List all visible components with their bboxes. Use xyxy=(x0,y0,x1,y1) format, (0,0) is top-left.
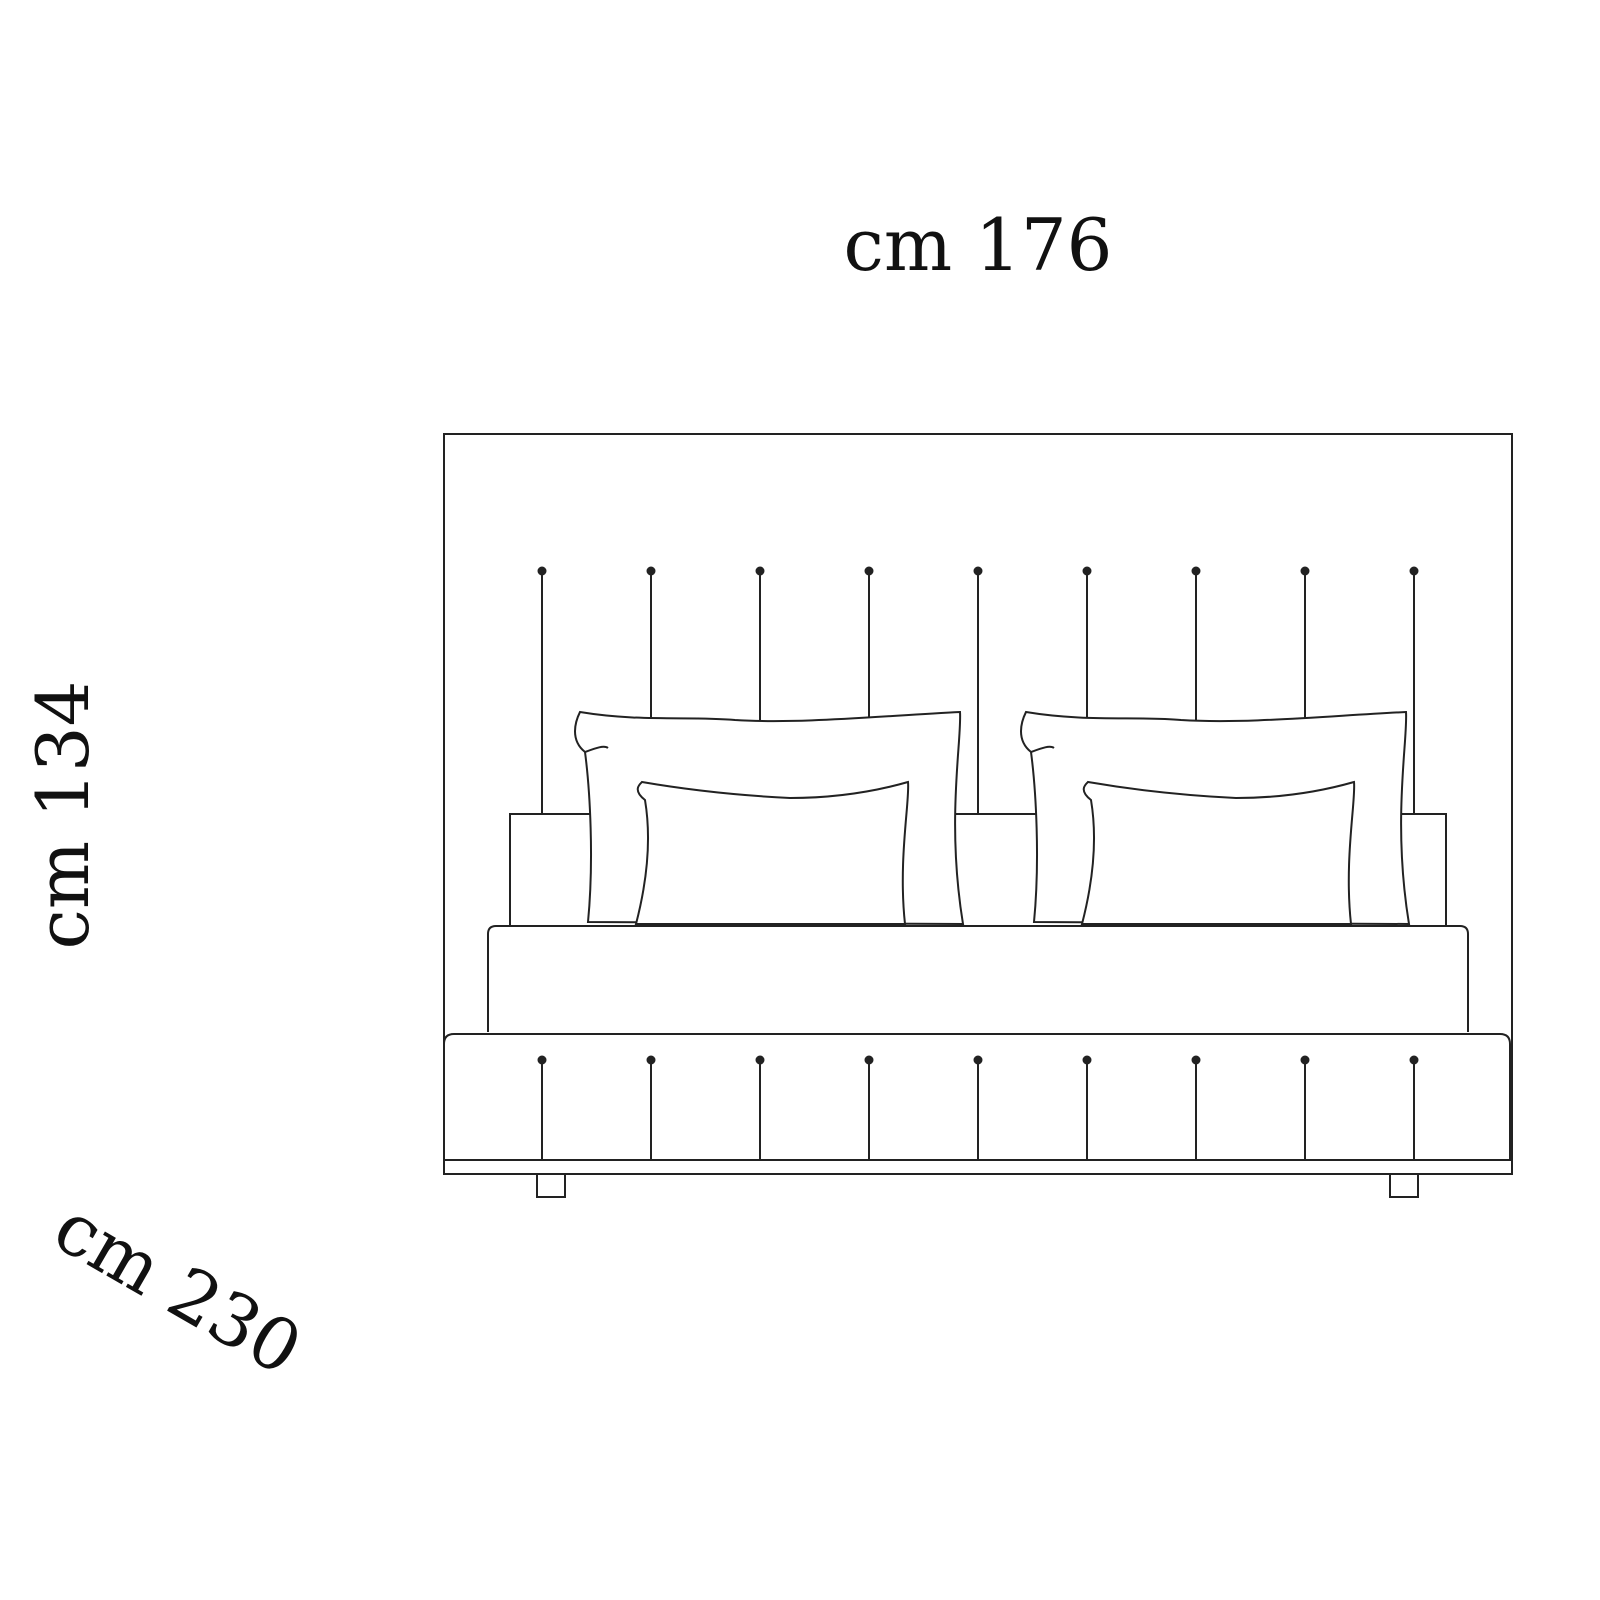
tufting-button xyxy=(1082,566,1092,576)
tufting-button xyxy=(1191,1055,1201,1065)
foot-left xyxy=(536,1173,566,1198)
tufting-button xyxy=(864,1055,874,1065)
base-tufting xyxy=(537,1055,1419,1160)
tufting-button xyxy=(537,566,547,576)
tufting-button xyxy=(646,1055,656,1065)
foot-right xyxy=(1389,1173,1419,1198)
tufting-button xyxy=(1300,1055,1310,1065)
tufting-button xyxy=(755,1055,765,1065)
pillow-right xyxy=(1020,710,1411,926)
width-label: cm 176 xyxy=(843,203,1113,287)
tufting-button xyxy=(755,566,765,576)
tufting-button xyxy=(1409,566,1419,576)
tufting-button xyxy=(1082,1055,1092,1065)
tufting-button xyxy=(646,566,656,576)
mattress xyxy=(487,925,1469,1032)
tufting-button xyxy=(973,1055,983,1065)
tufting-button xyxy=(864,566,874,576)
tufting-button xyxy=(1409,1055,1419,1065)
tufting-button xyxy=(1191,566,1201,576)
pillow-left xyxy=(574,710,965,926)
tufting-button xyxy=(537,1055,547,1065)
tufting-button xyxy=(1300,566,1310,576)
tufting-button xyxy=(973,566,983,576)
